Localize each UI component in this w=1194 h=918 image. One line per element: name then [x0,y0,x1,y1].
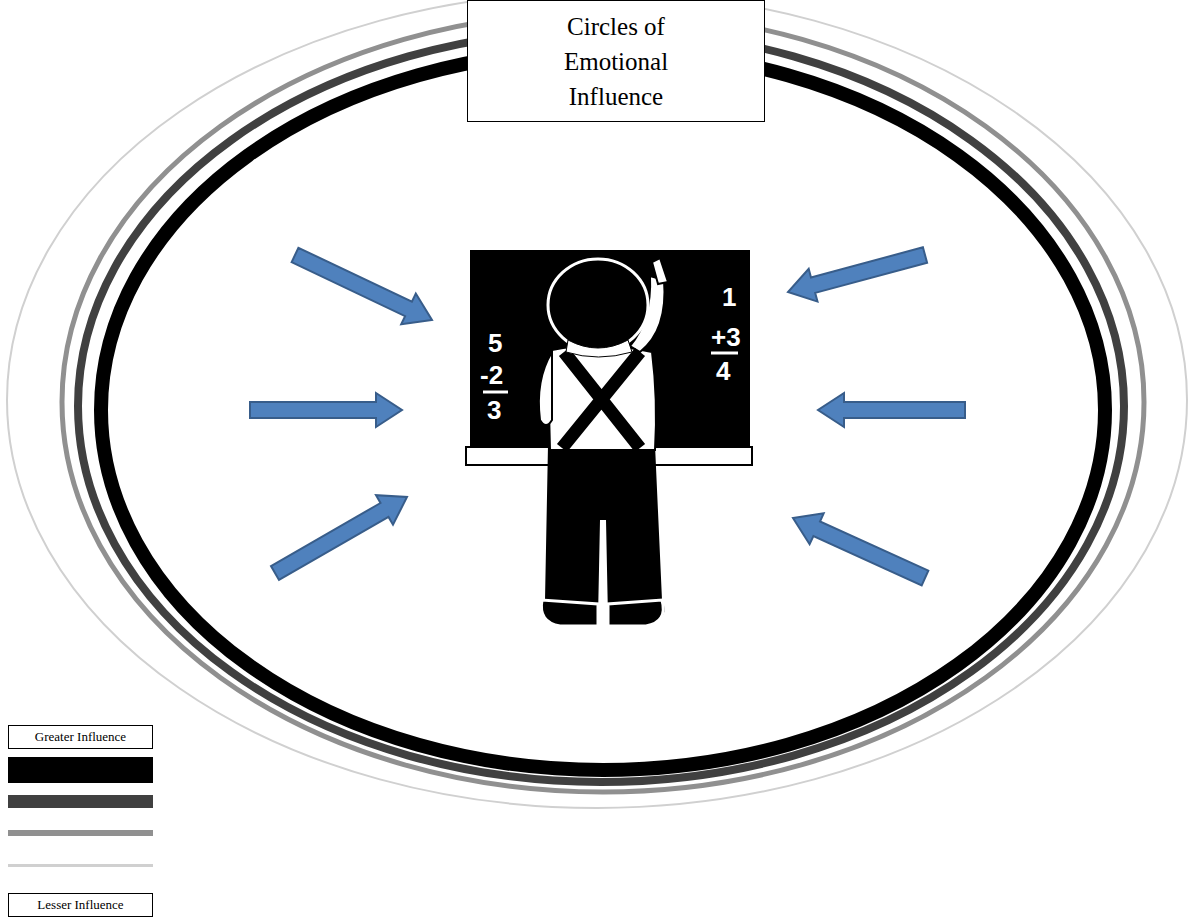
fraction-bar [711,352,738,355]
influence-arrow [793,513,928,585]
influence-arrow [250,393,402,427]
outer-ring [7,0,1187,808]
influence-arrow [271,495,407,580]
legend-swatch [8,757,153,783]
legend-box: Lesser Influence [8,893,153,917]
fraction-bar [483,391,508,394]
second-ring [78,30,1124,782]
legend-swatch [8,864,153,867]
title-box: Circles of Emotional Influence [467,0,765,122]
chalk-number: -2 [480,362,503,388]
influence-arrow [788,247,927,301]
third-ring [62,12,1144,792]
influence-arrow [292,248,432,324]
legend-bar [8,830,153,836]
title-text: Circles of Emotional Influence [541,9,691,114]
child-figure [539,258,668,626]
chalk-number: +3 [711,324,741,350]
legend-bar [8,795,153,808]
legend-text: Lesser Influence [37,897,123,912]
chalk-number: 3 [487,397,501,423]
chalk-number: 1 [722,284,736,310]
inner-ring [101,50,1105,770]
chalkboard [470,250,750,450]
chalk-number: 4 [716,358,730,384]
legend-box: Greater Influence [8,725,153,749]
chalk-number: 5 [488,330,502,356]
legend-text: Greater Influence [35,729,126,744]
influence-arrow [818,393,965,427]
